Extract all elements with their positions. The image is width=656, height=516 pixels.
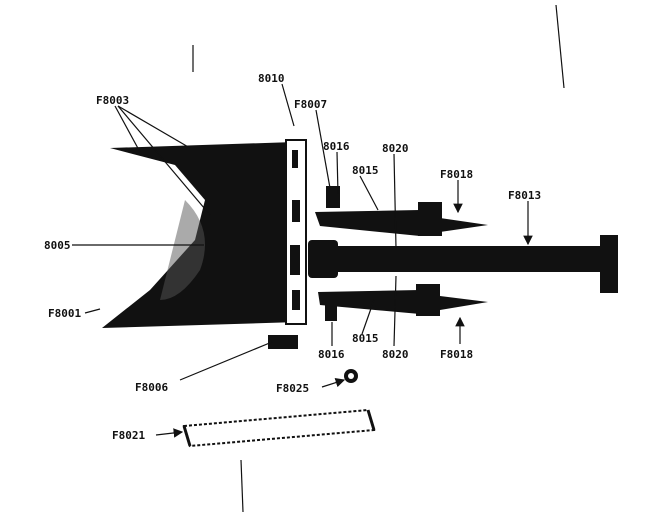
bracket-part bbox=[268, 335, 298, 349]
label-f8003: F8003 bbox=[96, 94, 129, 107]
label-8015-bottom: 8015 bbox=[352, 332, 379, 345]
label-f8018-top: F8018 bbox=[440, 168, 473, 181]
label-8020-bottom: 8020 bbox=[382, 348, 409, 361]
label-f8013: F8013 bbox=[508, 189, 541, 202]
label-f8021: F8021 bbox=[112, 429, 145, 442]
label-8016-bottom: 8016 bbox=[318, 348, 345, 361]
small-fitting-part bbox=[344, 369, 358, 383]
leader-lines bbox=[72, 83, 533, 438]
label-8005: 8005 bbox=[44, 239, 71, 252]
label-f8025: F8025 bbox=[276, 382, 309, 395]
scan-artifact-lines bbox=[192, 4, 565, 513]
burner-box bbox=[102, 142, 298, 328]
mounting-plate bbox=[285, 139, 307, 325]
main-burner-tube bbox=[308, 235, 618, 293]
label-f8007: F8007 bbox=[294, 98, 327, 111]
label-f8018-bottom: F8018 bbox=[440, 348, 473, 361]
label-8010: 8010 bbox=[258, 72, 285, 85]
gasket-strip bbox=[182, 408, 376, 448]
label-f8006: F8006 bbox=[135, 381, 168, 394]
label-8020-top: 8020 bbox=[382, 142, 409, 155]
label-8015-top: 8015 bbox=[352, 164, 379, 177]
label-f8001: F8001 bbox=[48, 307, 81, 320]
upper-pilot-assembly bbox=[315, 186, 488, 236]
lower-pilot-assembly bbox=[318, 284, 488, 321]
label-8016-top: 8016 bbox=[323, 140, 350, 153]
